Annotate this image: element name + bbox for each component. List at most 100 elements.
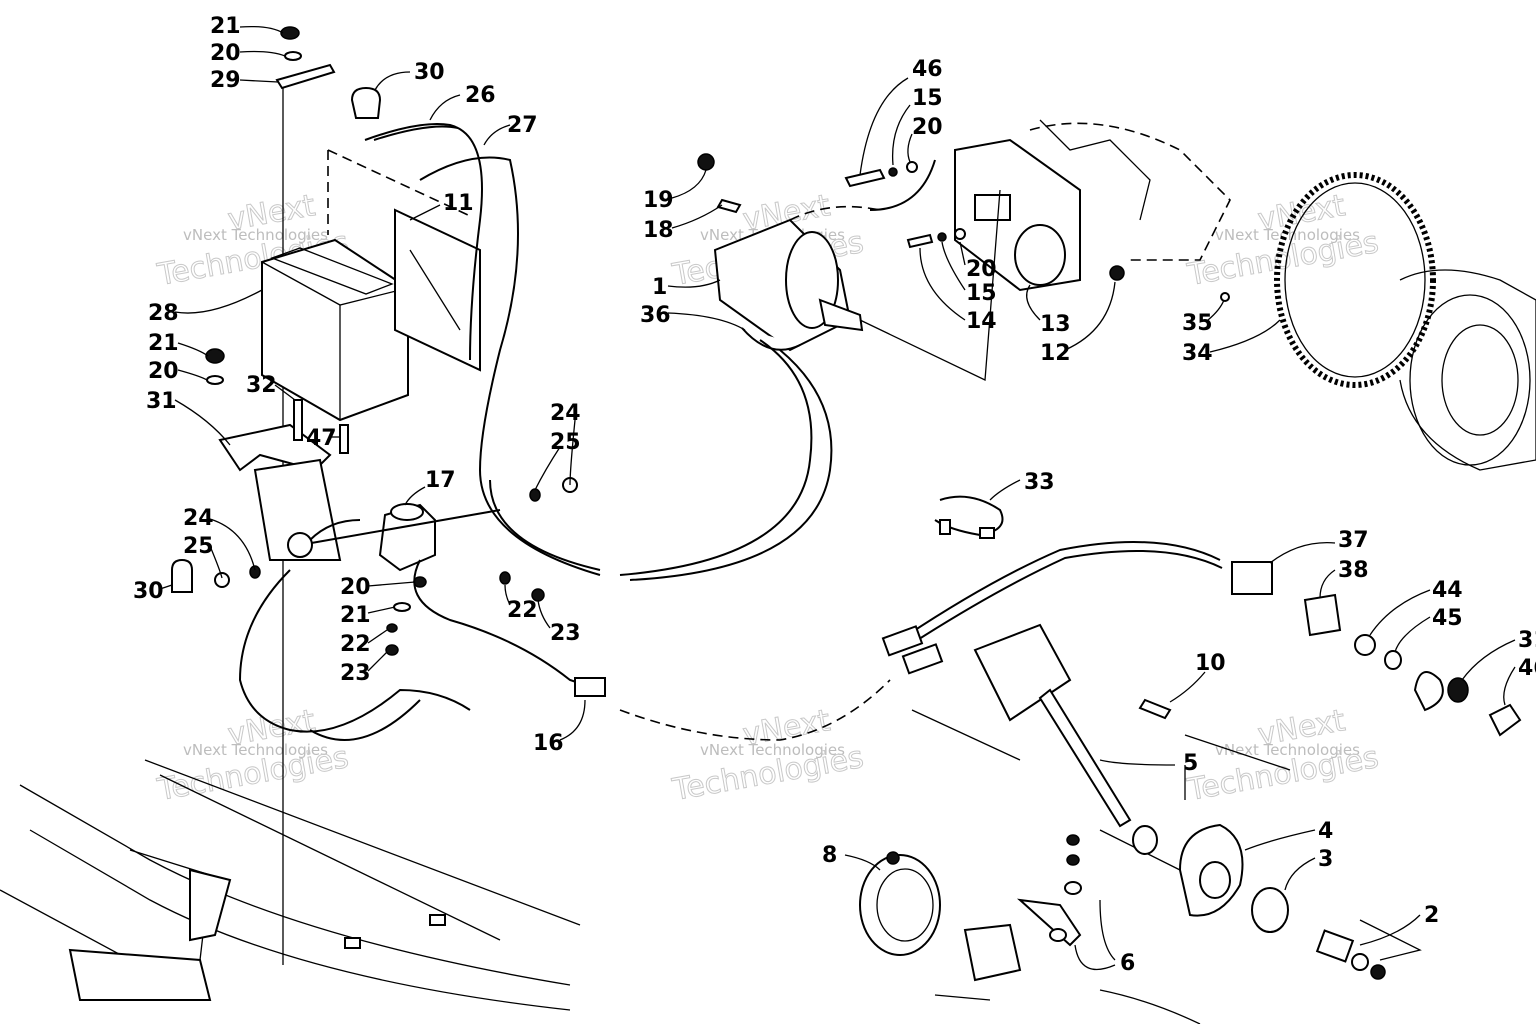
callout-label: 2 [1424,903,1439,928]
callout-label: 20 [966,257,997,282]
watermark-group-6: vNext Technologies Technologies vNext [1184,703,1382,809]
callout-label: 15 [966,281,997,306]
callout-label: 44 [1432,578,1463,603]
harness-connector [881,625,924,657]
washer-icon [1351,953,1369,971]
callout-label: 36 [640,303,671,328]
callout-label: 45 [1432,606,1463,631]
starter-mount-assembly [844,119,1231,381]
callout-label: 19 [643,188,674,213]
nut-icon [249,565,261,579]
callout-label: 32 [246,373,277,398]
hood-latch [189,868,232,942]
callout-label: 6 [1120,951,1135,976]
callout-label: 20 [148,359,179,384]
callout-label: 25 [550,430,581,455]
battery-strap [275,63,336,90]
washer-icon [1049,928,1067,942]
washer-icon [1384,650,1402,670]
callout-label: 20 [210,41,241,66]
washer-icon [1064,881,1082,895]
clamp [934,495,1004,539]
watermark-group-3: vNext Technologies Technologies vNext [1184,188,1382,294]
callout-label: 38 [1338,558,1369,583]
nut-icon [385,644,399,656]
callout-label: 29 [210,68,241,93]
shield-panel [394,208,481,372]
callout-label: 22 [340,632,371,657]
callout-label: 46 [1518,656,1536,681]
solenoid-assembly [171,477,891,741]
ring-terminal [287,532,313,558]
callout-label: 20 [340,575,371,600]
bolt-icon [906,233,934,249]
nut-icon [1066,834,1080,846]
callout-label: 21 [340,603,371,628]
headlight-housing [68,948,212,1001]
starter-motor-assembly [619,153,936,581]
nut-icon [205,348,225,364]
nut-icon [697,153,715,171]
commutator-end-cap [859,854,941,956]
callout-label: 24 [183,506,214,531]
watermark-group-5: vNext Technologies Technologies vNext [669,703,867,809]
callout-label: 8 [822,843,837,868]
bolt-icon [844,168,886,188]
nut-icon [1109,265,1125,281]
washer-icon [393,602,411,612]
washer-icon [1132,825,1158,855]
starter-solenoid [378,503,436,572]
callout-label: 23 [340,661,371,686]
nut-icon [529,488,541,502]
battery-cable-positive [364,123,483,361]
brush-holder [963,923,1022,982]
callout-label: 3 [1318,847,1333,872]
battery-assembly [205,26,601,965]
nut-icon [1370,964,1386,980]
callout-label: 34 [1182,341,1213,366]
starter-cable [619,339,813,576]
armature [973,623,1072,722]
switch-connector [1231,561,1273,595]
callout-label: 30 [414,60,445,85]
callout-label: 1 [652,275,667,300]
callout-label: 47 [306,426,337,451]
nut-icon [1066,854,1080,866]
callout-label: 21 [148,331,179,356]
engine-outline [1029,122,1231,261]
washer-icon [206,375,224,385]
leader-lines [159,25,1516,971]
nut-icon [1354,634,1376,656]
callout-numbers: 21 20 29 30 26 27 11 28 21 20 31 32 47 1… [133,14,1536,976]
washer-icon [937,232,947,242]
callout-label: 27 [507,113,538,138]
callout-label: 13 [1040,312,1071,337]
nut-icon [499,571,511,585]
callout-label: 21 [210,14,241,39]
watermark-group-4: vNext Technologies Technologies vNext [154,703,352,809]
flywheel-housing [1399,269,1536,471]
callout-label: 23 [550,621,581,646]
harness-connector [574,677,606,697]
washer-icon [906,161,918,173]
watermark-text: vNext Technologies [183,226,328,244]
callout-label: 26 [465,83,496,108]
callout-label: 4 [1318,819,1333,844]
watermark-text: vNext Technologies [1215,741,1360,759]
fuse [339,424,349,454]
washer-icon [954,228,966,240]
callout-label: 30 [133,579,164,604]
switch-plate [1413,671,1444,712]
watermark-text: vNext Technologies [1215,226,1360,244]
starter-motor-exploded [859,623,1386,1024]
battery [261,238,409,422]
nut-icon [413,576,427,588]
armature-shaft [1038,688,1132,828]
switch-nut [1447,677,1469,703]
washer-icon [888,167,898,177]
harness-connector [901,643,944,675]
callout-label: 25 [183,534,214,559]
callout-label: 15 [912,86,943,111]
washer-icon [214,572,230,588]
